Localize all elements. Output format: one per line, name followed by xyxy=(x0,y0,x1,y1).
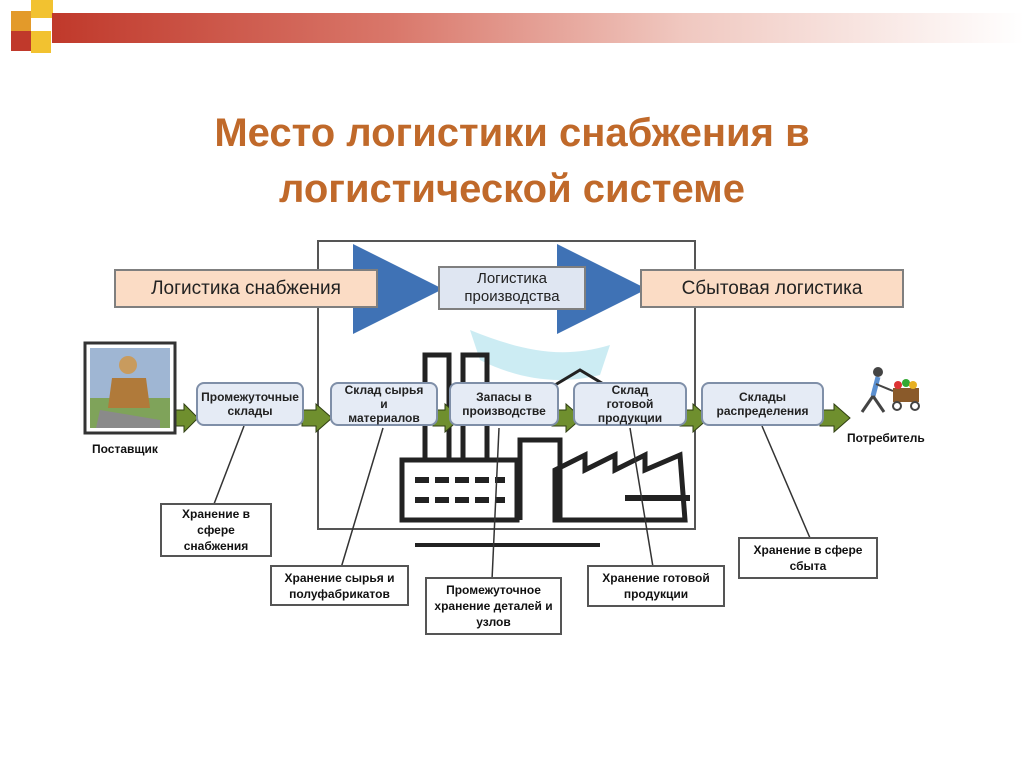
corner-square-yellow xyxy=(31,0,53,18)
title-line-1: Место логистики снабжения в xyxy=(214,111,810,155)
note-intermediate-storage: Промежуточное хранение деталей и узлов xyxy=(425,577,562,635)
flow-arrow-5 xyxy=(679,402,710,434)
flow-arrow-6 xyxy=(819,402,851,434)
stage-work-in-progress: Запасы в производстве xyxy=(449,382,559,426)
band-sales-logistics: Сбытовая логистика xyxy=(640,269,904,308)
slide-title: Место логистики снабжения в логистическо… xyxy=(0,105,1024,217)
flow-arrow-4 xyxy=(551,402,583,434)
flow-arrows xyxy=(171,402,851,434)
stage-raw-materials-warehouse: Склад сырья и материалов xyxy=(330,382,438,426)
header-gradient-bar xyxy=(52,13,1024,43)
factory-roof xyxy=(554,368,606,387)
band-production-label: Логистика производства xyxy=(464,270,560,305)
corner-square-red xyxy=(11,31,31,51)
note-label-3: Промежуточное хранение деталей и узлов xyxy=(434,583,553,629)
flow-arrow-2 xyxy=(301,402,333,434)
note-sales-storage: Хранение в сфере сбыта xyxy=(738,537,878,579)
band-supply-logistics: Логистика снабжения xyxy=(114,269,378,308)
stage-intermediate-warehouses: Промежуточные склады xyxy=(196,382,304,426)
band-supply-label: Логистика снабжения xyxy=(151,277,341,299)
band-sales-label: Сбытовая логистика xyxy=(681,277,863,299)
corner-square-yellow-2 xyxy=(31,31,51,53)
stage-label-4: Склад готовой продукции xyxy=(597,383,663,425)
stage-label-1: Промежуточные склады xyxy=(201,390,299,418)
supplier-label: Поставщик xyxy=(92,442,158,456)
note-label-5: Хранение в сфере сбыта xyxy=(753,543,863,573)
band-production-logistics: Логистика производства xyxy=(438,266,586,310)
stage-distribution-warehouses: Склады распределения xyxy=(701,382,824,426)
note-label-4: Хранение готовой продукции xyxy=(602,571,710,601)
stage-label-2: Склад сырья и материалов xyxy=(344,383,424,425)
callout-lines xyxy=(213,425,811,581)
consumer-label: Потребитель xyxy=(847,431,925,445)
note-finished-goods-storage: Хранение готовой продукции xyxy=(587,565,725,607)
corner-square-orange xyxy=(11,11,31,31)
note-label-2: Хранение сырья и полуфабрикатов xyxy=(284,570,395,601)
decor-streak xyxy=(470,330,610,380)
stage-label-5: Склады распределения xyxy=(716,390,809,418)
note-raw-storage: Хранение сырья и полуфабрикатов xyxy=(270,565,409,606)
production-frame xyxy=(317,240,696,530)
title-line-2: логистической системе xyxy=(278,167,746,211)
note-label-1: Хранение в сфере снабжения xyxy=(182,507,250,553)
stage-finished-goods-warehouse: Склад готовой продукции xyxy=(573,382,687,426)
consumer-picture xyxy=(860,367,920,413)
supplier-picture xyxy=(83,341,177,435)
stage-label-3: Запасы в производстве xyxy=(462,390,546,418)
note-supply-storage: Хранение в сфере снабжения xyxy=(160,503,272,557)
